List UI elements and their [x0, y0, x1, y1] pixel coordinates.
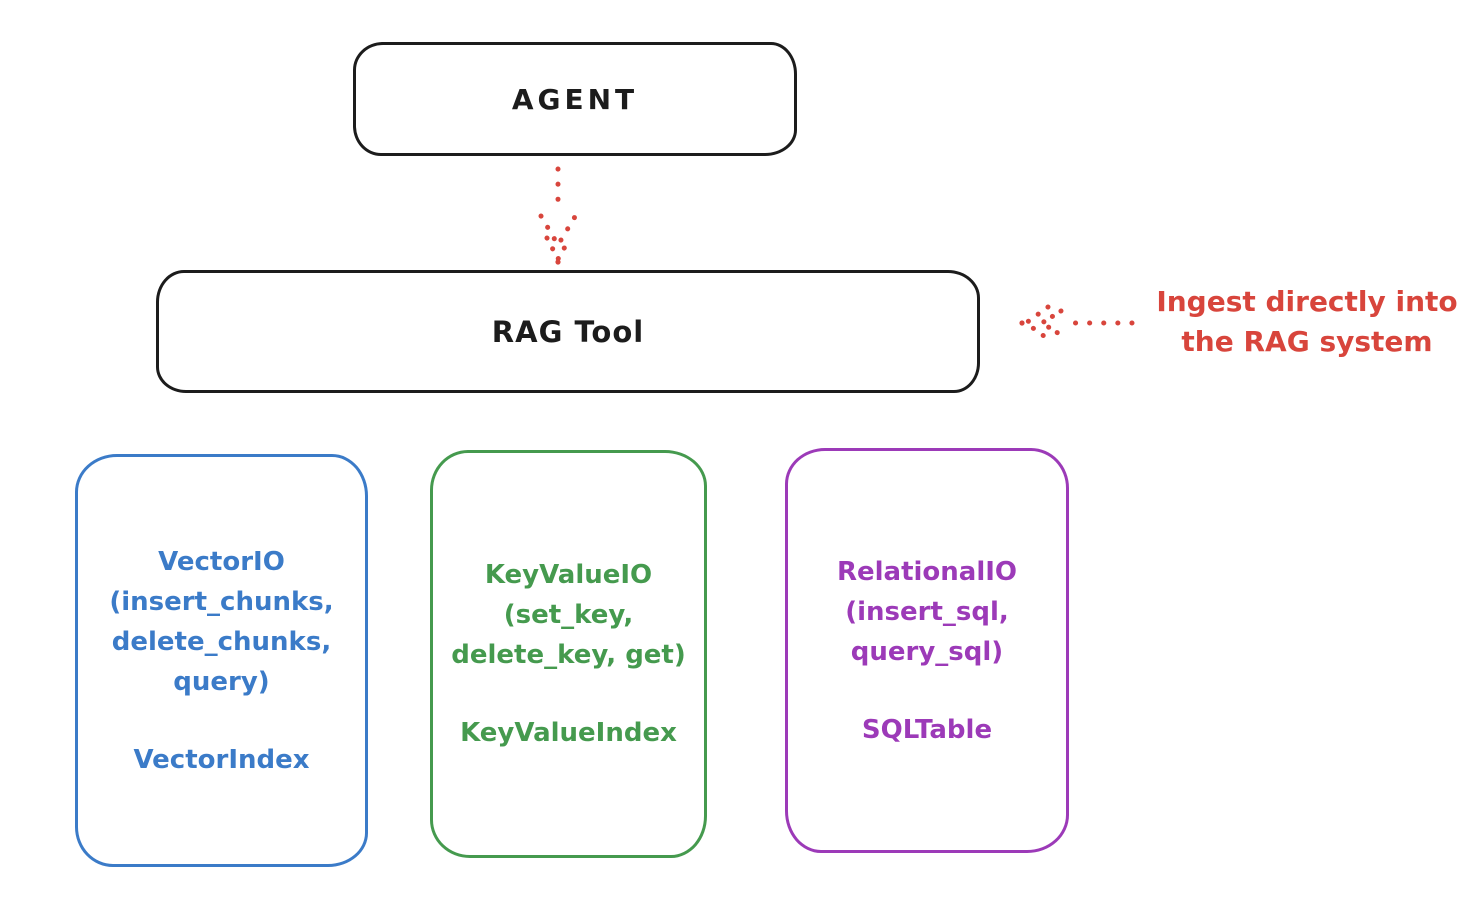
card-relational-io-index-label: SQLTable [861, 714, 993, 745]
card-vector-io-index-label: VectorIndex [133, 744, 310, 775]
annotation-line-2: the RAG system [1181, 325, 1433, 358]
card-vector-io: VectorIO (insert_chunks, delete_chunks,que… [75, 454, 368, 867]
card-text-line: query) [173, 666, 270, 697]
card-text-line: query_sql) [850, 636, 1004, 667]
card-text-line: delete_key, get) [451, 640, 686, 670]
card-relational-io-methods: RelationalIO (insert_sql, query_sql) [837, 552, 1017, 672]
rag-tool-label: RAG Tool [491, 314, 645, 349]
card-vector-io-methods: VectorIO (insert_chunks, delete_chunks,que… [109, 542, 333, 702]
agent-to-rag-tool-arrow [538, 166, 579, 265]
annotation-to-rag-tool-arrow [1019, 304, 1135, 342]
card-keyvalue-io-index-label: KeyValueIndex [460, 718, 677, 748]
card-keyvalue-io: KeyValueIO (set_key, delete_key, get) KeyV… [430, 450, 707, 858]
card-relational-io: RelationalIO (insert_sql, query_sql) SQLTa… [785, 448, 1069, 853]
annotation-line-1: Ingest directly into [1156, 285, 1458, 318]
card-text-line: KeyValueIO [484, 560, 653, 590]
card-text-line: (set_key, [503, 600, 634, 630]
card-text-line: (insert_sql, [845, 596, 1009, 627]
agent-box: AGENT [353, 42, 797, 156]
card-text-line: RelationalIO [836, 556, 1018, 587]
agent-label: AGENT [511, 82, 639, 116]
card-text-line: (insert_chunks, [109, 586, 334, 617]
annotation-text: Ingest directly into the RAG system [1140, 282, 1474, 362]
card-keyvalue-io-methods: KeyValueIO (set_key, delete_key, get) [451, 555, 686, 675]
card-text-line: VectorIO [158, 546, 285, 577]
card-text-line: delete_chunks, [111, 626, 332, 657]
rag-tool-box: RAG Tool [156, 270, 980, 393]
